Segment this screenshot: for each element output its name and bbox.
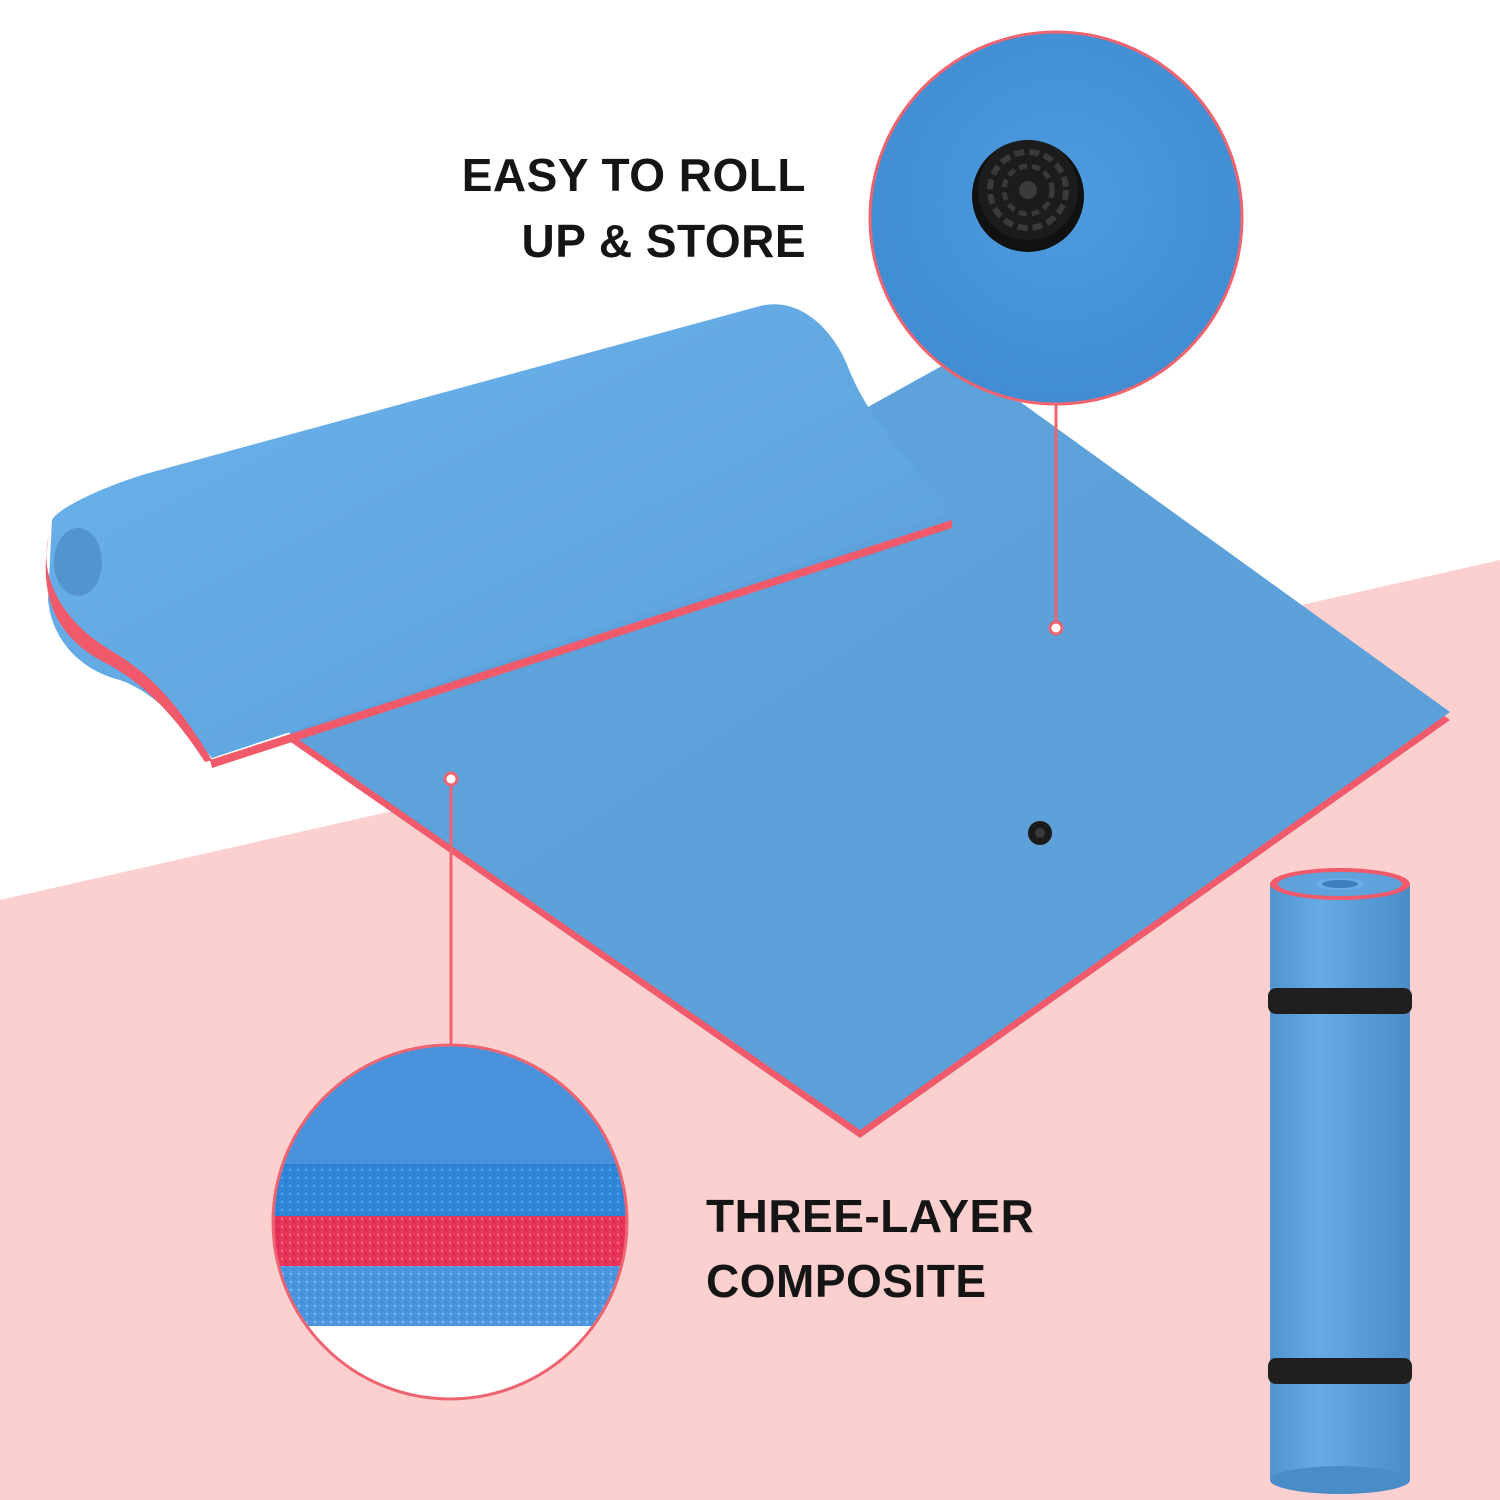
mat-roll-hollow <box>54 528 102 596</box>
strap-top <box>1268 988 1412 1014</box>
caption-line: COMPOSITE <box>706 1255 987 1307</box>
strap-bottom <box>1268 1358 1412 1384</box>
caption-easy-to-roll: EASY TO ROLL UP & STORE <box>462 152 806 264</box>
zoom-circle-layers <box>271 1043 629 1401</box>
rolled-mat <box>1268 868 1412 1494</box>
mat-roll-surface <box>48 304 952 758</box>
zoom-circle-valve <box>868 30 1244 406</box>
caption-line: THREE-LAYER <box>706 1190 1035 1242</box>
caption-three-layer: THREE-LAYER COMPOSITE <box>706 1193 1034 1304</box>
mat-roll-edge <box>210 520 952 768</box>
callout-dot-icon <box>1048 620 1064 636</box>
caption-line: EASY TO ROLL <box>461 149 806 201</box>
callout-dot-icon <box>443 771 459 787</box>
caption-line: UP & STORE <box>521 215 806 267</box>
mat-surface <box>285 357 1450 1130</box>
mat-roll-curl <box>45 522 212 762</box>
